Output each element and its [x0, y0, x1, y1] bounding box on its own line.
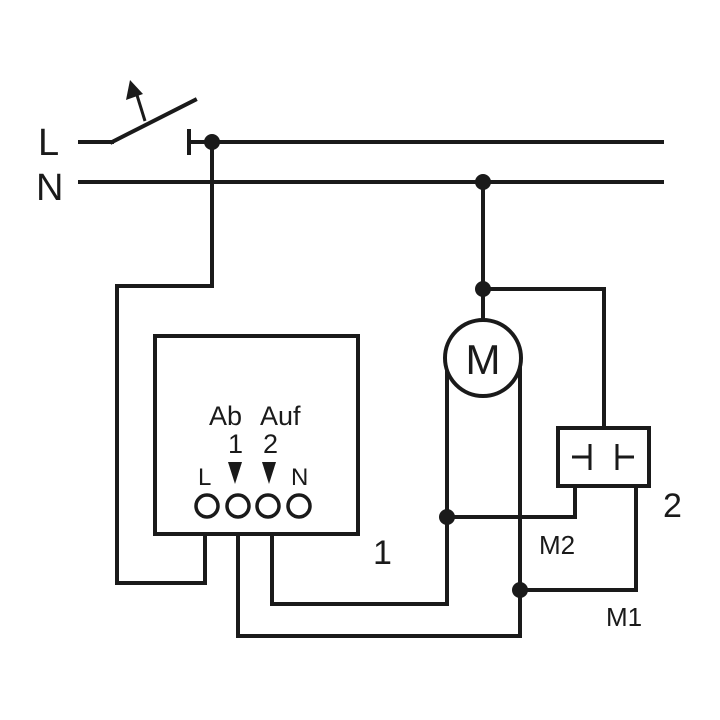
wire-label-m2: M2	[539, 530, 575, 560]
main-switch	[109, 97, 198, 145]
phase-label: L	[38, 122, 59, 164]
actuator-ref: 1	[373, 534, 392, 572]
wire-label-m1: M1	[606, 602, 642, 632]
motor-symbol: M	[466, 336, 501, 383]
wire-motor-m1	[236, 364, 522, 638]
terminal-n	[286, 493, 312, 519]
motor-circle	[443, 318, 523, 398]
switch-arrow-icon	[126, 80, 143, 100]
wire-switch-m1	[518, 484, 638, 592]
term-label-n: N	[291, 464, 308, 491]
junctions	[204, 134, 528, 598]
actuator-unit: Ab Auf 1 2 L N 1	[153, 334, 392, 572]
junction-m2	[439, 509, 455, 525]
switch-ref: 2	[663, 487, 682, 525]
wire-phase-to-actuator	[115, 140, 214, 585]
switch-actuator-stem	[134, 91, 147, 122]
switch-unit: 2	[556, 426, 682, 525]
contact-symbol-icon	[572, 444, 634, 470]
label-num-2: 2	[263, 429, 278, 459]
wire-neutral-to-switch	[481, 287, 606, 430]
wiring	[115, 140, 638, 638]
terminal-1	[225, 493, 251, 519]
junction-neutral	[475, 174, 491, 190]
switch-box	[556, 426, 651, 488]
term-label-l: L	[198, 464, 211, 491]
label-num-1: 1	[228, 429, 243, 459]
neutral-label: N	[36, 167, 63, 209]
label-auf: Auf	[260, 401, 301, 431]
terminal-2	[255, 493, 281, 519]
terminal-l	[194, 493, 220, 519]
junction-neutral-split	[475, 281, 491, 297]
arrow-down-icon-2	[262, 462, 276, 484]
wire-motor-m2	[270, 356, 449, 606]
label-ab: Ab	[209, 401, 242, 431]
junction-phase	[204, 134, 220, 150]
arrow-down-icon-1	[228, 462, 242, 484]
motor: M	[443, 318, 523, 398]
junction-m1	[512, 582, 528, 598]
supply-lines: L N	[36, 80, 664, 209]
wire-switch-m2	[445, 484, 577, 519]
